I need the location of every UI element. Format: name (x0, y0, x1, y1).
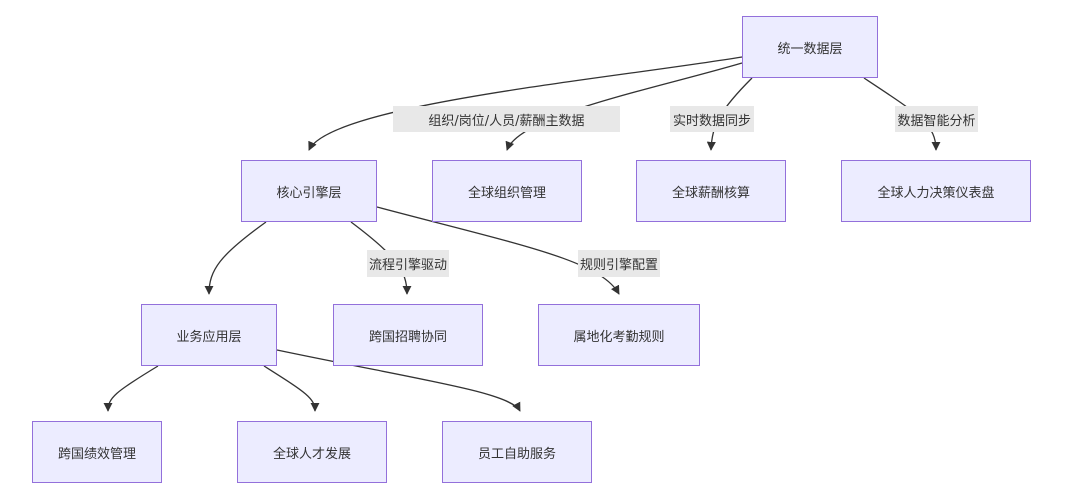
node-global-org-management[interactable]: 全球组织管理 (432, 160, 582, 222)
node-global-payroll[interactable]: 全球薪酬核算 (636, 160, 786, 222)
node-unified-data-layer[interactable]: 统一数据层 (742, 16, 878, 78)
node-global-talent-development[interactable]: 全球人才发展 (237, 421, 387, 483)
node-cross-border-performance[interactable]: 跨国绩效管理 (32, 421, 162, 483)
edge-label-realtime-sync: 实时数据同步 (670, 106, 754, 132)
node-core-engine-layer[interactable]: 核心引擎层 (241, 160, 377, 222)
node-business-application-layer[interactable]: 业务应用层 (141, 304, 277, 366)
edge-unified-org (505, 62, 743, 151)
edge-label-process-engine: 流程引擎驱动 (367, 250, 449, 277)
node-localized-attendance-rules[interactable]: 属地化考勤规则 (538, 304, 700, 366)
edge-label-master-data: 组织/岗位/人员/薪酬主数据 (393, 106, 620, 132)
edge-label-rules-engine: 规则引擎配置 (578, 250, 660, 277)
edge-biz-perf (103, 365, 159, 412)
edge-core-attend (376, 206, 620, 295)
edge-unified-core (308, 56, 743, 151)
edge-core-biz (204, 221, 267, 295)
edge-biz-talent (263, 365, 320, 412)
node-employee-self-service[interactable]: 员工自助服务 (442, 421, 592, 483)
node-cross-border-recruiting[interactable]: 跨国招聘协同 (333, 304, 483, 366)
edge-label-data-analytics: 数据智能分析 (895, 106, 978, 132)
node-hr-decision-dashboard[interactable]: 全球人力决策仪表盘 (841, 160, 1031, 222)
edge-biz-self (276, 349, 521, 412)
